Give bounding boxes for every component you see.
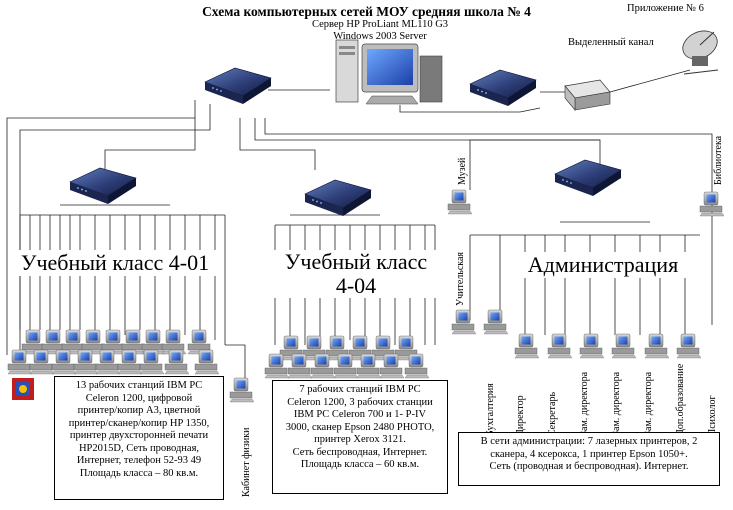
note-404-line: принтер Xerox 3121. [314,434,406,445]
label-library: Библиотека [713,135,724,185]
label-physics: Кабинет физики [241,427,252,497]
note-404-line: Celeron 1200, 3 рабочих станции [287,396,433,408]
note-class-401: 13 рабочих станций IBM PC Celeron 1200, … [54,376,224,500]
appendix-label: Приложение № 6 [627,3,704,14]
room-404-line2: 4-04 [335,273,377,298]
admin-station-1: Директор [515,395,526,436]
note-class-404: 7 рабочих станций IBM PC Celeron 1200, 3… [272,380,448,494]
admin-station-7: Психолог [707,395,718,436]
satellite-dish-icon [682,30,719,75]
note-admin-line: сканера, 4 ксерокса, 1 принтер Epson 105… [490,448,688,460]
label-museum: Музей [457,157,468,185]
note-401-line: принтер/копир А3, цветной [77,405,201,416]
label-teachers: Учительская [455,251,466,306]
admin-station-0: Бухгалтерия [485,383,496,436]
admin-station-6: Доп.образование [675,363,686,436]
note-401-line: Celeron 1200, цифровой [85,392,193,404]
note-401-line: принтер двухсторонней печати [69,430,209,441]
note-404-line: Площадь класса – 60 кв.м. [300,459,420,470]
note-404-line: 3000, сканер Epson 2480 PHOTO, [285,421,435,433]
room-label-admin: Администрация [518,252,688,278]
server-icon [335,39,443,105]
note-401-line: Интернет, телефон 52-93 49 [76,455,202,466]
note-404-line: Сеть беспроводная, Интернет. [292,446,428,458]
server-line2: Windows 2003 Server [333,31,427,42]
room-404-line1: Учебный класс [284,249,428,274]
channel-label: Выделенный канал [568,37,654,48]
note-401-line: HP2015D, Сеть проводная, [78,442,200,454]
admin-station-2: Секретарь [547,391,558,436]
admin-station-4: Зам. директора [611,371,622,436]
note-401-line: принтер/сканер/копир HP 1350, [68,417,210,429]
note-404-line: IBM PC Celeron 700 и 1- P-IV [293,409,427,420]
page-title: Схема компьютерных сетей МОУ средняя шко… [202,4,531,19]
server-label: Сервер HP ProLiant ML110 G3 Windows 2003… [300,19,460,43]
server-line1: Сервер HP ProLiant ML110 G3 [311,19,449,30]
note-404-line: 7 рабочих станций IBM PC [299,384,421,395]
note-401-line: 13 рабочих станций IBM PC [75,380,203,391]
admin-station-3: Зам. директора [579,371,590,436]
modem-icon [564,79,611,111]
admin-station-5: Зам. директора [643,371,654,436]
note-admin-line: Сеть (проводная и беспроводная). Интерне… [489,461,689,472]
note-admin: В сети администрации: 7 лазерных принтер… [458,432,720,486]
note-401-line: Площадь класса – 80 кв.м. [79,467,199,479]
note-admin-line: В сети администрации: 7 лазерных принтер… [480,436,698,447]
room-label-401: Учебный класс 4-01 [10,250,220,276]
room-label-404: Учебный класс 4-04 [272,250,440,298]
